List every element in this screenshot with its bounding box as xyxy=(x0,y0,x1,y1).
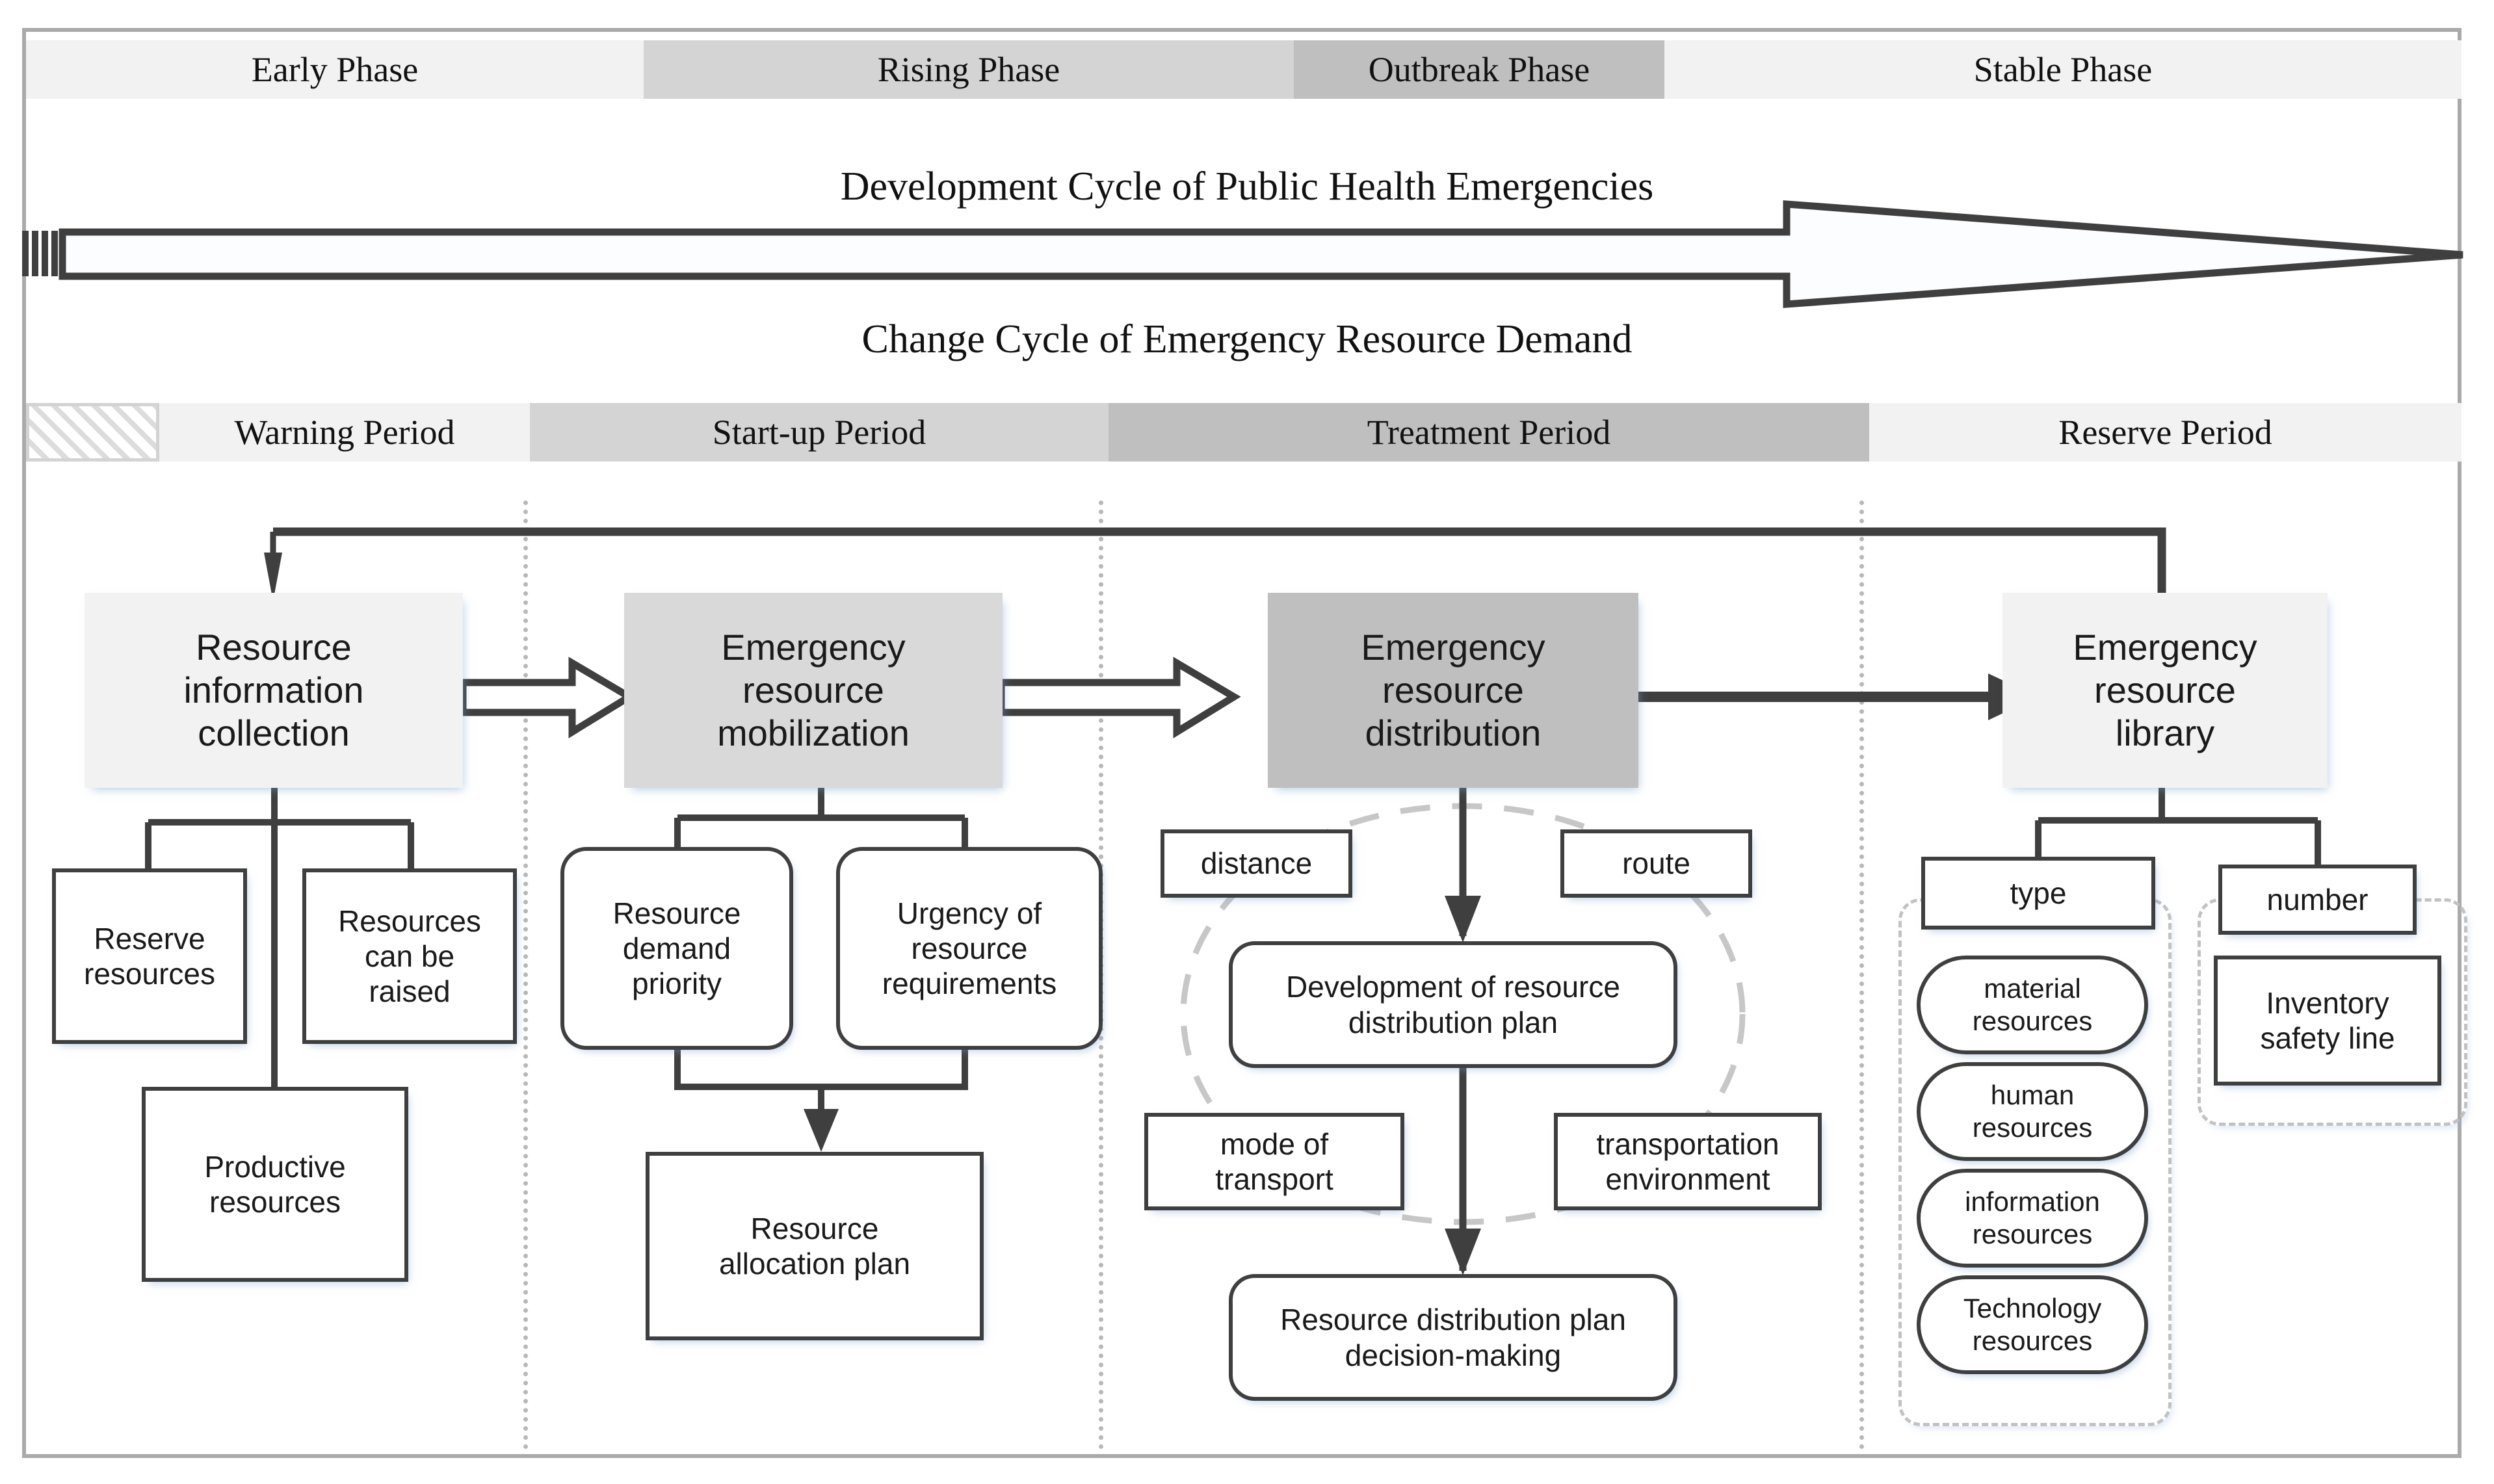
node-label-development-of-resource-distribution-plan: Development of resource distribution pla… xyxy=(1286,970,1620,1039)
node-distance[interactable]: distance xyxy=(1161,829,1352,898)
node-label-type-item-information: information resources xyxy=(1965,1186,2100,1249)
node-label-productive-resources: Productive resources xyxy=(204,1149,346,1219)
phase-label-outbreak: Outbreak Phase xyxy=(1368,50,1590,89)
period-band-hatched-placeholder xyxy=(26,403,159,462)
stage-box-mobilization[interactable]: Emergency resource mobilization xyxy=(624,593,1003,788)
node-type-item-human[interactable]: human resources xyxy=(1917,1062,2148,1161)
stage-box-collection[interactable]: Resource information collection xyxy=(85,593,463,788)
node-label-resource-allocation-plan: Resource allocation plan xyxy=(718,1211,911,1281)
node-type-item-information[interactable]: information resources xyxy=(1917,1169,2148,1268)
phase-band-early: Early Phase xyxy=(26,40,644,99)
stage-box-distribution[interactable]: Emergency resource distribution xyxy=(1268,593,1638,788)
node-label-type-item-technology: Technology resources xyxy=(1963,1293,2102,1356)
phase-band-stable: Stable Phase xyxy=(1664,40,2461,99)
development-cycle-title: Development Cycle of Public Health Emerg… xyxy=(840,164,1654,209)
phase-label-stable: Stable Phase xyxy=(1973,50,2153,89)
phase-label-early: Early Phase xyxy=(251,50,419,89)
node-label-resource-demand-priority: Resource demand priority xyxy=(612,896,741,1001)
phase-band-row: Early Phase Rising Phase Outbreak Phase … xyxy=(26,40,2461,99)
diagram-outer-frame xyxy=(22,28,2461,1458)
node-route[interactable]: route xyxy=(1560,829,1752,898)
period-label-treatment: Treatment Period xyxy=(1367,413,1611,452)
node-label-number: number xyxy=(2266,882,2369,917)
node-resource-allocation-plan[interactable]: Resource allocation plan xyxy=(646,1152,984,1340)
stage-label-mobilization: Emergency resource mobilization xyxy=(717,626,910,754)
node-label-type: type xyxy=(2010,876,2067,910)
node-development-of-resource-distribution-plan[interactable]: Development of resource distribution pla… xyxy=(1229,941,1677,1068)
stage-label-distribution: Emergency resource distribution xyxy=(1361,626,1545,754)
column-separator-1 xyxy=(523,501,528,1450)
node-label-mode-of-transport: mode of transport xyxy=(1215,1126,1333,1196)
period-label-warning: Warning Period xyxy=(234,413,455,452)
node-transportation-environment[interactable]: transportation environment xyxy=(1554,1113,1822,1210)
node-resource-demand-priority[interactable]: Resource demand priority xyxy=(560,847,793,1050)
node-type[interactable]: type xyxy=(1921,857,2155,930)
node-type-item-material[interactable]: material resources xyxy=(1917,956,2148,1054)
node-type-item-technology[interactable]: Technology resources xyxy=(1917,1275,2148,1374)
node-label-urgency-of-resource-requirements: Urgency of resource requirements xyxy=(882,896,1057,1001)
node-inventory-safety-line[interactable]: Inventory safety line xyxy=(2214,956,2441,1086)
period-band-reserve: Reserve Period xyxy=(1869,403,2461,462)
period-band-startup: Start-up Period xyxy=(530,403,1109,462)
phase-band-outbreak: Outbreak Phase xyxy=(1294,40,1664,99)
node-label-resource-distribution-plan-decision-making: Resource distribution plan decision-maki… xyxy=(1280,1303,1626,1372)
phase-label-rising: Rising Phase xyxy=(877,50,1060,89)
node-label-route: route xyxy=(1622,846,1690,881)
node-label-type-item-material: material resources xyxy=(1972,973,2093,1036)
node-label-inventory-safety-line: Inventory safety line xyxy=(2260,985,2395,1055)
period-band-treatment: Treatment Period xyxy=(1109,403,1869,462)
node-label-transportation-environment: transportation environment xyxy=(1596,1126,1779,1196)
stage-label-library: Emergency resource library xyxy=(2073,626,2257,754)
node-urgency-of-resource-requirements[interactable]: Urgency of resource requirements xyxy=(836,847,1103,1050)
node-number[interactable]: number xyxy=(2218,865,2417,935)
node-label-type-item-human: human resources xyxy=(1972,1080,2093,1143)
node-resources-can-be-raised[interactable]: Resources can be raised xyxy=(302,868,517,1044)
node-mode-of-transport[interactable]: mode of transport xyxy=(1144,1113,1404,1210)
period-label-reserve: Reserve Period xyxy=(2058,413,2272,452)
stage-box-library[interactable]: Emergency resource library xyxy=(2002,593,2328,788)
node-productive-resources[interactable]: Productive resources xyxy=(142,1087,408,1282)
phase-band-rising: Rising Phase xyxy=(644,40,1294,99)
node-label-resources-can-be-raised: Resources can be raised xyxy=(338,904,481,1009)
node-label-distance: distance xyxy=(1200,846,1313,881)
period-band-row: Warning Period Start-up Period Treatment… xyxy=(26,403,2461,462)
node-label-reserve-resources: Reserve resources xyxy=(84,921,215,991)
stage-label-collection: Resource information collection xyxy=(183,626,364,754)
node-reserve-resources[interactable]: Reserve resources xyxy=(52,868,247,1044)
node-resource-distribution-plan-decision-making[interactable]: Resource distribution plan decision-maki… xyxy=(1229,1274,1677,1401)
demand-cycle-title: Change Cycle of Emergency Resource Deman… xyxy=(861,317,1633,361)
period-band-warning: Warning Period xyxy=(159,403,530,462)
column-separator-3 xyxy=(1859,501,1864,1450)
period-label-startup: Start-up Period xyxy=(712,413,926,452)
